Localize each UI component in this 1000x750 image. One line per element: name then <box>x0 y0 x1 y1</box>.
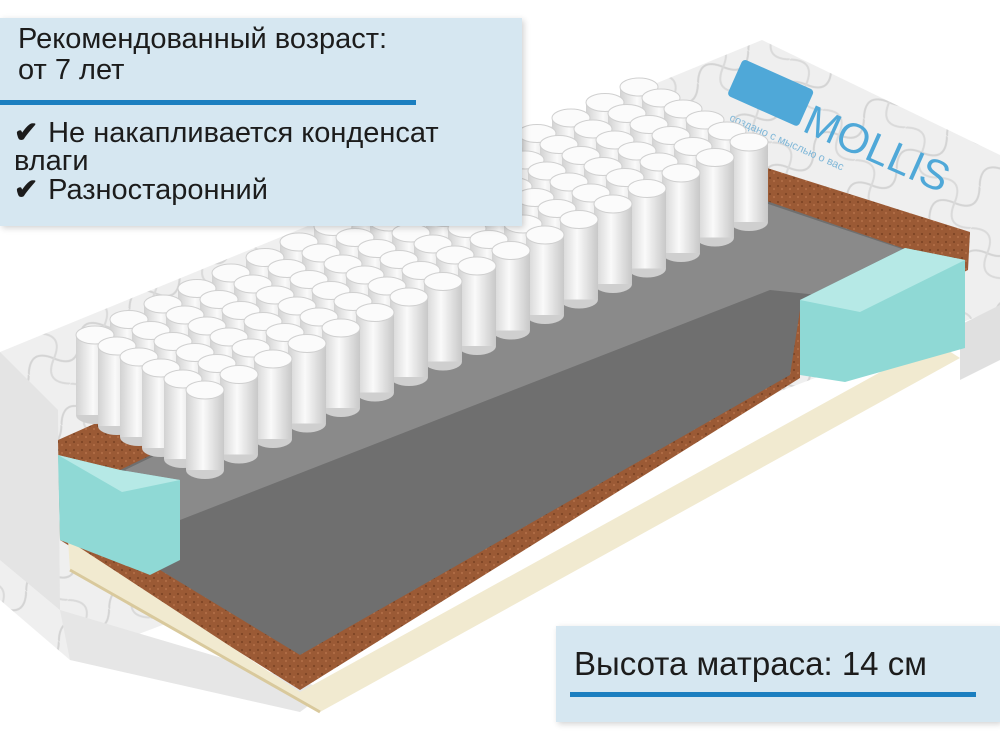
spring <box>661 163 701 262</box>
spring <box>491 241 531 340</box>
spring <box>423 272 463 371</box>
spring <box>729 132 769 231</box>
mattress-side-right <box>960 305 1000 380</box>
mattress-side-left <box>0 352 60 610</box>
spring <box>593 194 633 293</box>
spring <box>389 287 429 386</box>
check-icon: ✔ <box>14 174 39 206</box>
spring <box>695 148 735 247</box>
spring <box>219 365 259 464</box>
age-value: от 7 лет <box>18 54 125 86</box>
latex-layer <box>68 342 960 712</box>
mattress-side-front <box>60 610 330 712</box>
feature-text: Не накапливается конденсат влаги <box>14 117 439 177</box>
info-panel-height: Высота матраса: 14 см <box>556 626 1000 722</box>
spring <box>627 179 667 278</box>
spring <box>355 303 395 402</box>
spring <box>559 210 599 309</box>
info-panel-age: Рекомендованный возраст: от 7 лет ✔ Не н… <box>0 18 522 226</box>
spring <box>525 225 565 324</box>
feature-item: ✔ Не накапливается конденсат влаги <box>14 117 514 177</box>
height-label: Высота матраса: 14 см <box>574 645 927 682</box>
divider <box>570 692 976 697</box>
feature-item: ✔ Разностаронний <box>14 174 268 206</box>
spring <box>253 349 293 448</box>
feature-text: Разностаронний <box>48 174 268 206</box>
check-icon: ✔ <box>14 117 39 149</box>
divider <box>0 100 416 105</box>
spring <box>185 380 225 479</box>
age-label: Рекомендованный возраст: <box>18 23 388 55</box>
spring <box>457 256 497 355</box>
spring <box>321 318 361 417</box>
spring <box>287 334 327 433</box>
